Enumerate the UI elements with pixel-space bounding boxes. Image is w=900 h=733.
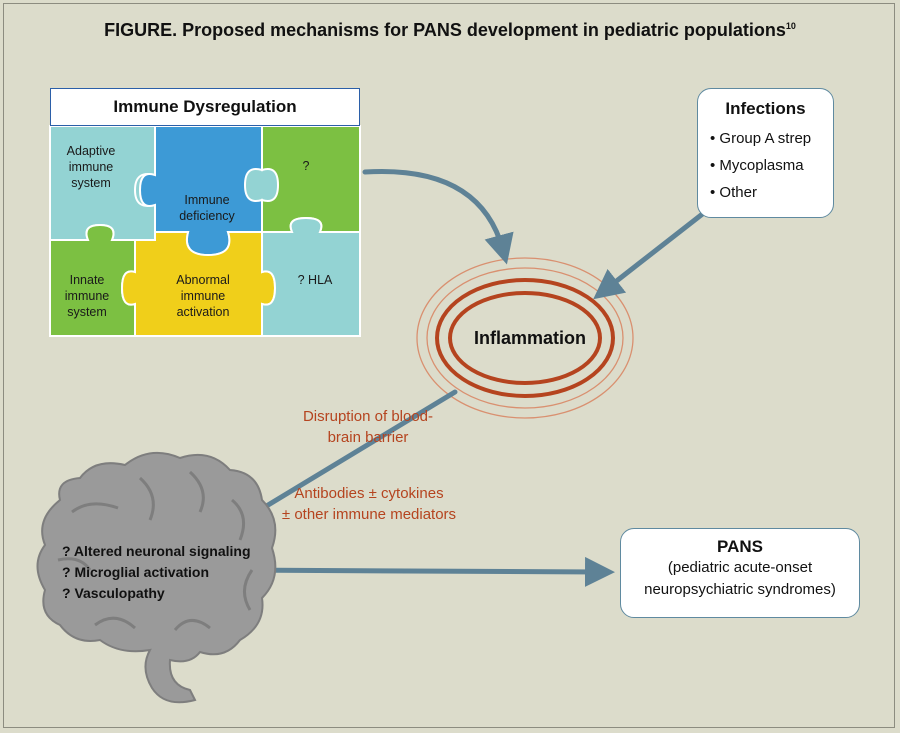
figure-reference: 10	[785, 21, 796, 31]
label-immune-deficiency: Immune deficiency	[179, 193, 235, 223]
label-unknown: ?	[302, 159, 310, 173]
brain-effect-microglial: ? Microglial activation	[62, 564, 210, 580]
infection-item: • Mycoplasma	[710, 157, 804, 174]
pans-line-2: neuropsychiatric syndromes)	[644, 581, 836, 598]
infection-item: • Group A strep	[710, 130, 812, 147]
immune-dysregulation-title: Immune Dysregulation	[50, 88, 360, 126]
puzzle-piece-hla	[261, 216, 361, 337]
infections-box: Infections • Group A strep • Mycoplasma …	[697, 88, 834, 218]
bbb-line-2: brain barrier	[327, 429, 409, 446]
label-hla: ? HLA	[297, 273, 333, 287]
infection-item-text: Mycoplasma	[719, 157, 804, 174]
label-abnormal-immune-activation: Abnormal immune activation	[176, 273, 230, 319]
figure-title-text: FIGURE. Proposed mechanisms for PANS dev…	[104, 20, 786, 40]
arrow-inflammation-to-brain	[227, 389, 458, 530]
label-adaptive-immune-system: Adaptive immune system	[66, 144, 116, 190]
pans-title: PANS	[717, 537, 763, 556]
brain-icon	[36, 451, 277, 704]
puzzle-graphic	[49, 125, 361, 337]
pans-box: PANS (pediatric acute-onset neuropsychia…	[620, 528, 860, 618]
inflammation-label: Inflammation	[473, 328, 586, 348]
figure-frame	[3, 3, 895, 728]
arrow-immune-to-inflammation	[362, 168, 514, 265]
antibodies-line-2: ± other immune mediators	[281, 506, 457, 523]
infection-item-text: Other	[719, 184, 757, 201]
infection-item-text: Group A strep	[719, 130, 812, 147]
bbb-line-1: Disruption of blood-	[302, 408, 434, 425]
arrow-infections-to-inflammation	[593, 209, 708, 300]
inflammation-rings	[416, 257, 634, 419]
arrows	[222, 168, 708, 587]
brain-effect-neuronal: ? Altered neuronal signaling	[62, 543, 251, 559]
figure-title: FIGURE. Proposed mechanisms for PANS dev…	[0, 20, 900, 41]
bbb-disruption-text: Disruption of blood- brain barrier	[278, 406, 458, 448]
antibodies-line-1: Antibodies ± cytokines	[294, 485, 444, 502]
pans-line-1: (pediatric acute-onset	[667, 559, 813, 576]
puzzle-piece-unknown	[261, 125, 361, 233]
infections-title: Infections	[725, 99, 806, 118]
label-innate-immune-system: Innate immune system	[64, 273, 110, 319]
infection-item: • Other	[710, 184, 757, 201]
antibodies-text: Antibodies ± cytokines ± other immune me…	[268, 483, 470, 525]
brain-effect-vasculopathy: ? Vasculopathy	[62, 585, 165, 601]
arrow-brain-to-pans	[222, 556, 615, 587]
